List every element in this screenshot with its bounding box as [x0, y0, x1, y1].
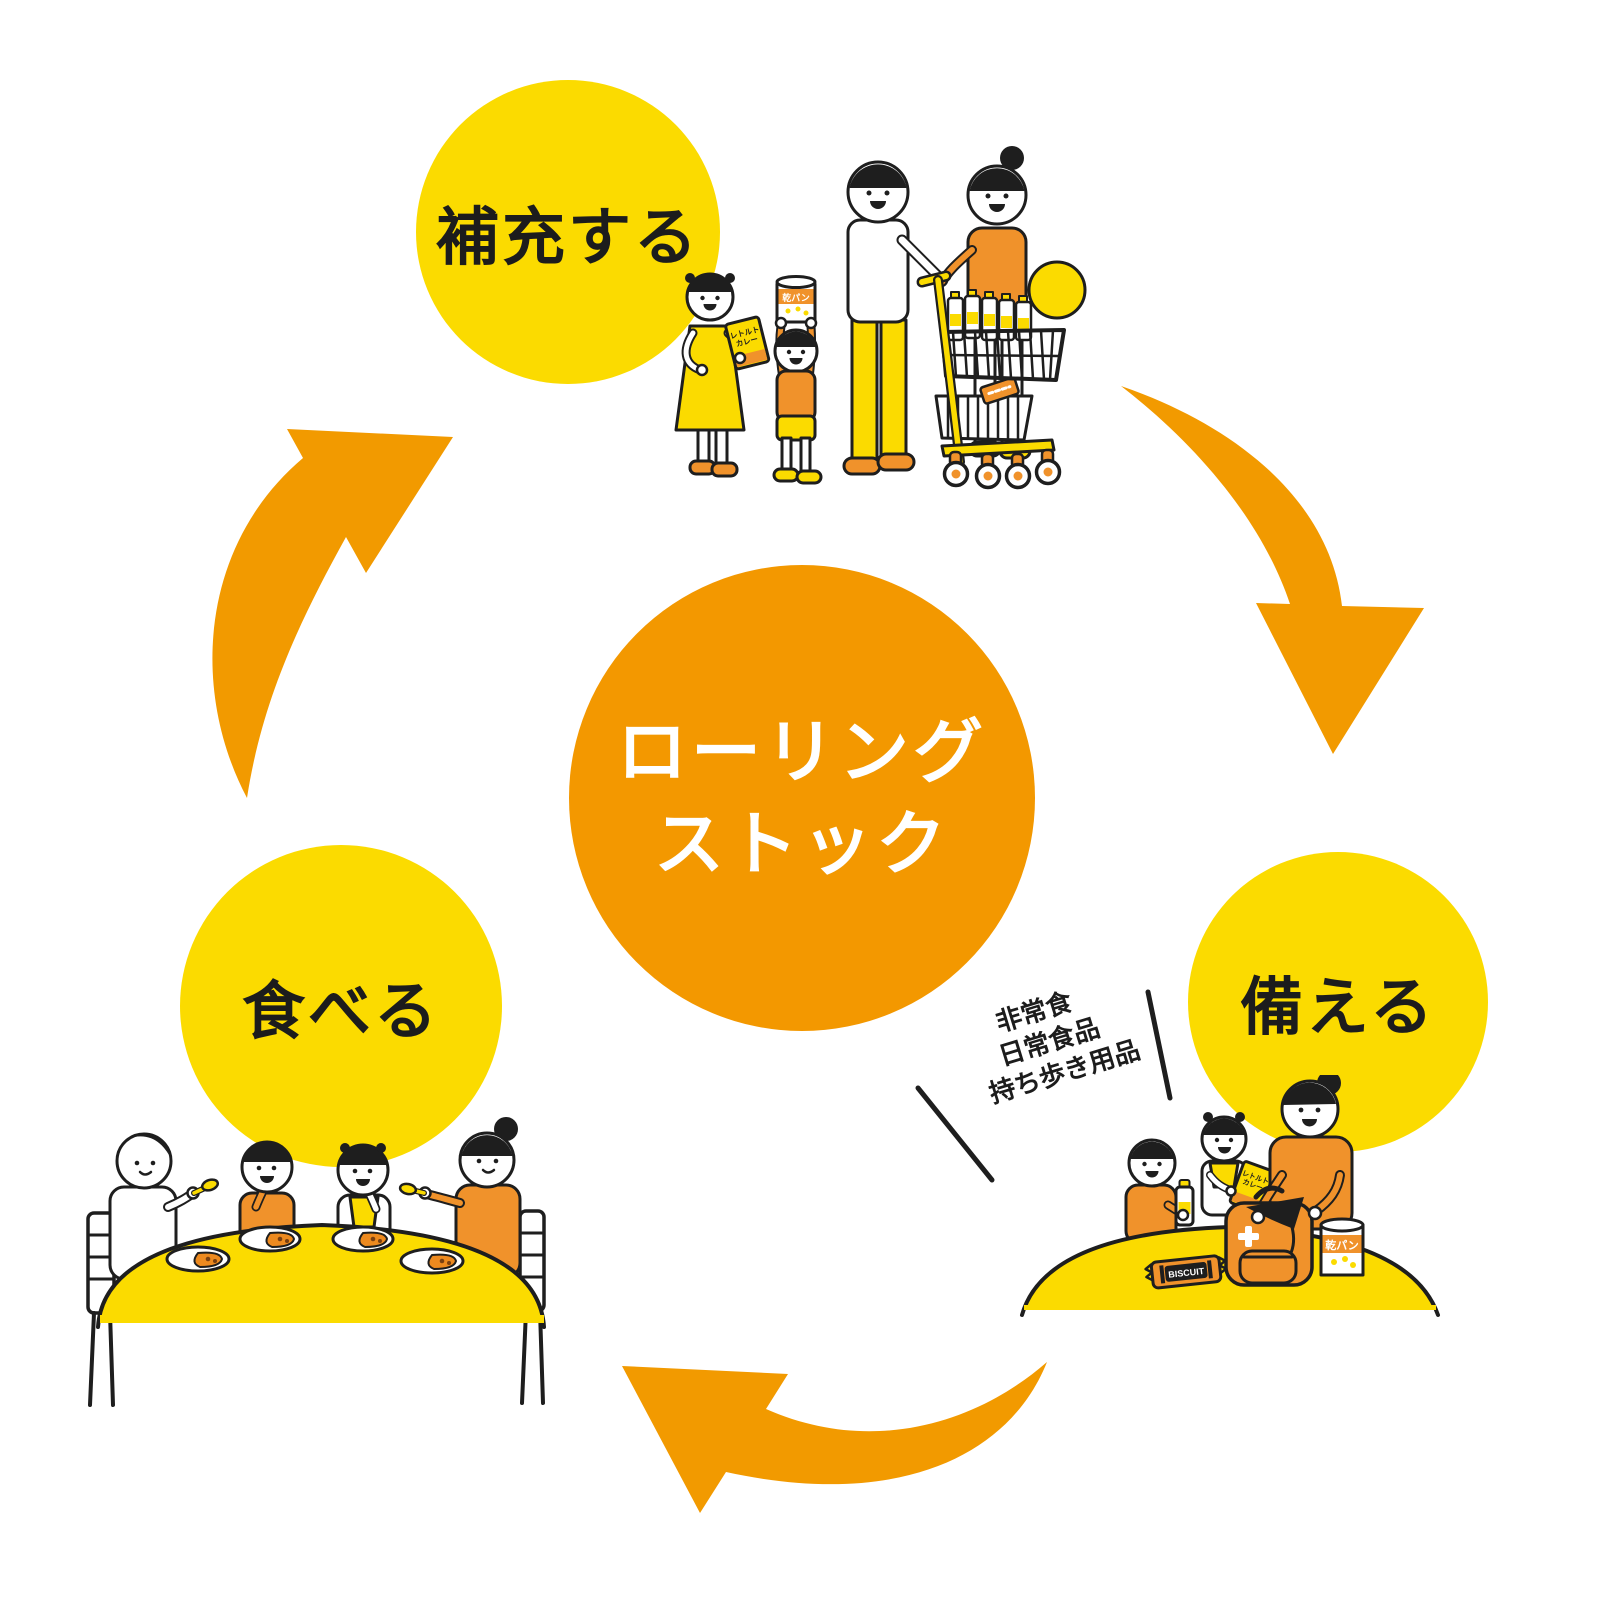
svg-text:乾パン: 乾パン — [782, 292, 809, 303]
svg-text:乾パン: 乾パン — [1325, 1238, 1359, 1252]
arrow-bottom-left-icon — [622, 1362, 1047, 1513]
shopping-boy: 乾パン — [772, 275, 823, 485]
annotation-slash-left — [915, 1085, 995, 1183]
center-title-line2: ストック — [654, 805, 950, 883]
biscuit-pack: BISCUIT — [1144, 1254, 1228, 1290]
packing-boy — [1124, 1138, 1195, 1245]
annotation-slash-right — [1145, 989, 1173, 1101]
center-title-line1: ローリング — [617, 713, 987, 791]
emergency-backpack — [1224, 1185, 1323, 1287]
shopping-father — [842, 160, 949, 476]
snack-in-cart — [979, 376, 1020, 405]
chair-left — [86, 1211, 116, 1407]
shopping-cart — [916, 270, 1066, 490]
cart-wheels — [942, 448, 1062, 490]
step-label-replenish: 補充する — [436, 202, 700, 273]
scene-family-eating — [86, 1117, 546, 1407]
step-label-eat: 食べる — [242, 976, 440, 1047]
scene-packing-emergency-bag: レトルト カレー — [1020, 1075, 1440, 1317]
shopping-girl: レトルト カレー — [674, 272, 771, 478]
step-label-prepare: 備える — [1239, 972, 1437, 1043]
circle-eat: 食べる — [180, 845, 502, 1167]
kanpan-can-2: 乾パン — [1319, 1217, 1365, 1277]
arrow-left-up-icon — [212, 429, 453, 798]
kanpan-can: 乾パン — [775, 275, 817, 324]
dining-table — [96, 1223, 546, 1329]
arrow-top-right-icon — [1121, 386, 1424, 754]
circle-replenish: 補充する — [416, 80, 720, 384]
curry-plates — [165, 1225, 465, 1275]
scene-shopping-family: レトルト カレー 乾パン — [674, 146, 1087, 490]
svg-text:BISCUIT: BISCUIT — [1168, 1266, 1205, 1280]
circle-center-rolling-stock: ローリング ストック — [569, 565, 1035, 1031]
